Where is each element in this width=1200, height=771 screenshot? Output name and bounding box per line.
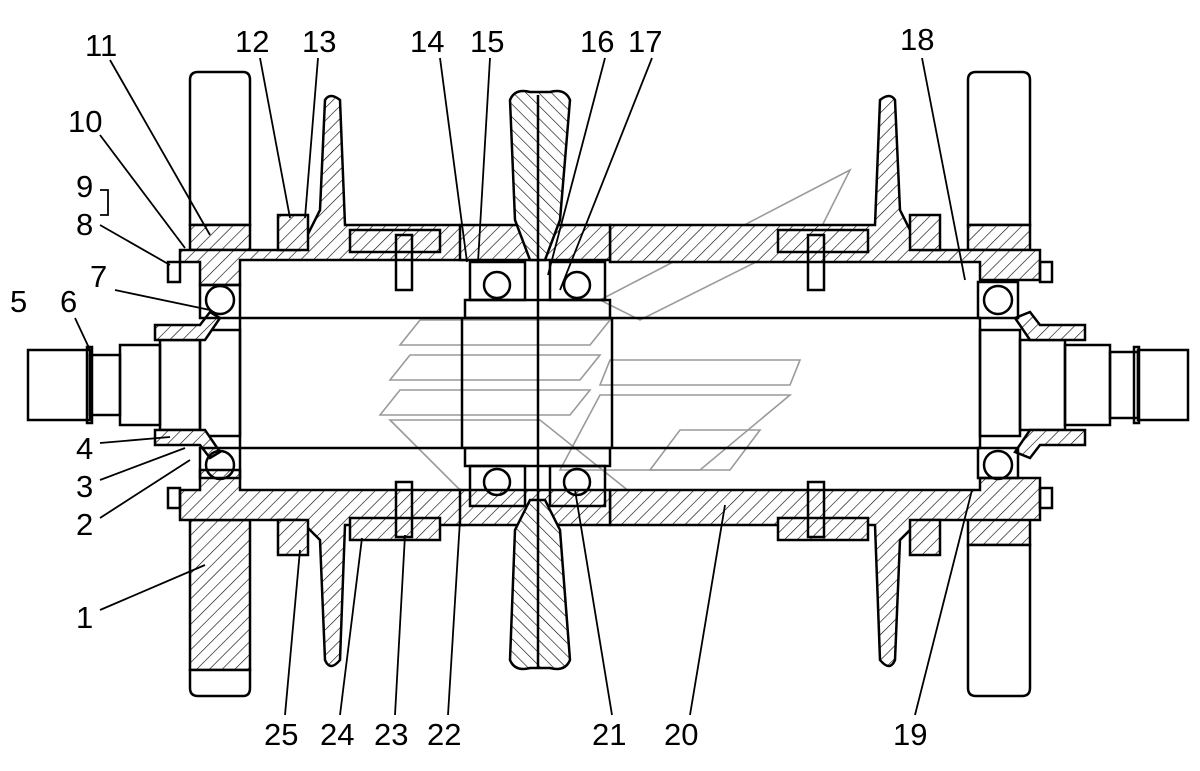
label-22: 22 bbox=[427, 717, 461, 752]
label-9: 9 bbox=[76, 169, 93, 204]
label-7: 7 bbox=[90, 259, 107, 294]
label-14: 14 bbox=[410, 24, 444, 59]
left-wheel bbox=[188, 70, 252, 698]
watermark-logo bbox=[378, 168, 852, 501]
label-17: 17 bbox=[628, 24, 662, 59]
label-21: 21 bbox=[592, 717, 626, 752]
center-disc bbox=[508, 89, 572, 671]
label-10: 10 bbox=[68, 104, 102, 139]
label-20: 20 bbox=[664, 717, 698, 752]
label-15: 15 bbox=[470, 24, 504, 59]
label-23: 23 bbox=[374, 717, 408, 752]
leader-lines bbox=[74, 57, 973, 716]
label-24: 24 bbox=[320, 717, 354, 752]
label-12: 12 bbox=[235, 24, 269, 59]
label-6: 6 bbox=[60, 284, 77, 319]
label-5: 5 bbox=[10, 284, 27, 319]
label-1: 1 bbox=[76, 600, 93, 635]
label-11: 11 bbox=[85, 28, 117, 63]
label-19: 19 bbox=[893, 717, 927, 752]
label-8: 8 bbox=[76, 207, 93, 242]
label-18: 18 bbox=[900, 22, 934, 57]
label-13: 13 bbox=[302, 24, 336, 59]
label-16: 16 bbox=[580, 24, 614, 59]
label-25: 25 bbox=[264, 717, 298, 752]
seals-and-bolts bbox=[166, 213, 1054, 557]
housing-upper bbox=[178, 94, 1042, 287]
main-shaft bbox=[198, 298, 1022, 468]
housing-lower bbox=[178, 468, 1042, 668]
label-2: 2 bbox=[76, 507, 93, 542]
callout-labels: 1 2 3 4 5 6 7 8 9 10 11 12 13 14 15 16 1… bbox=[10, 22, 934, 752]
right-stub-axle bbox=[1013, 310, 1190, 460]
label-4: 4 bbox=[76, 431, 93, 466]
label-3: 3 bbox=[76, 469, 93, 504]
left-stub-axle bbox=[26, 310, 222, 460]
